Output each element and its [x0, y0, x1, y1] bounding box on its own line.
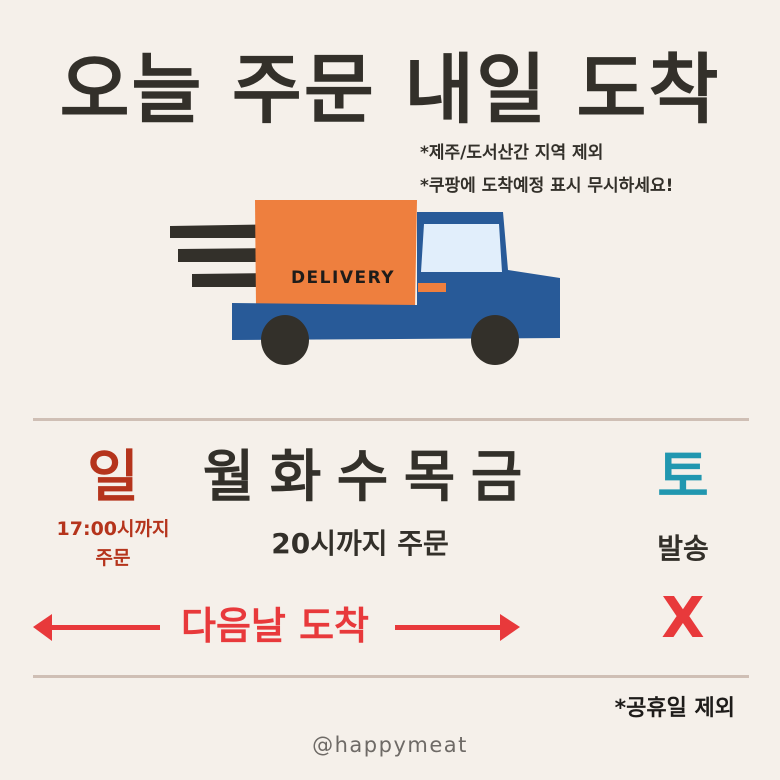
- note-jeju-exclusion: *제주/도서산간 지역 제외: [420, 143, 604, 163]
- truck-wheel-icon: [261, 315, 309, 365]
- truck-window: [421, 224, 502, 272]
- divider-top: [33, 418, 749, 421]
- truck-label: DELIVERY: [291, 268, 395, 288]
- truck-light: [418, 283, 446, 292]
- day-sunday: 일: [87, 445, 139, 510]
- truck-wheel-icon: [471, 315, 519, 365]
- brand-handle: @happymeat: [312, 733, 468, 757]
- saturday-no-arrival-icon: X: [661, 586, 705, 651]
- double-arrow-icon: [33, 614, 520, 641]
- truck-cargo-box: [255, 200, 417, 308]
- note-coupang-ignore: *쿠팡에 도착예정 표시 무시하세요!: [420, 176, 674, 196]
- sunday-cutoff-time: 17:00시까지: [56, 518, 170, 540]
- day-saturday: 토: [657, 445, 709, 510]
- divider-bottom: [33, 675, 749, 678]
- holiday-note: *공휴일 제외: [614, 696, 735, 721]
- day-weekdays: 월 화 수 목 금: [202, 445, 523, 510]
- saturday-status: 발송: [657, 532, 709, 565]
- headline-title: 오늘 주문 내일 도착: [59, 45, 721, 134]
- next-day-arrival: 다음날 도착: [180, 604, 370, 648]
- sunday-cutoff-order: 주문: [95, 547, 131, 569]
- delivery-truck-illustration: DELIVERY: [170, 200, 560, 365]
- weekday-cutoff: 20시까지 주문: [271, 527, 449, 560]
